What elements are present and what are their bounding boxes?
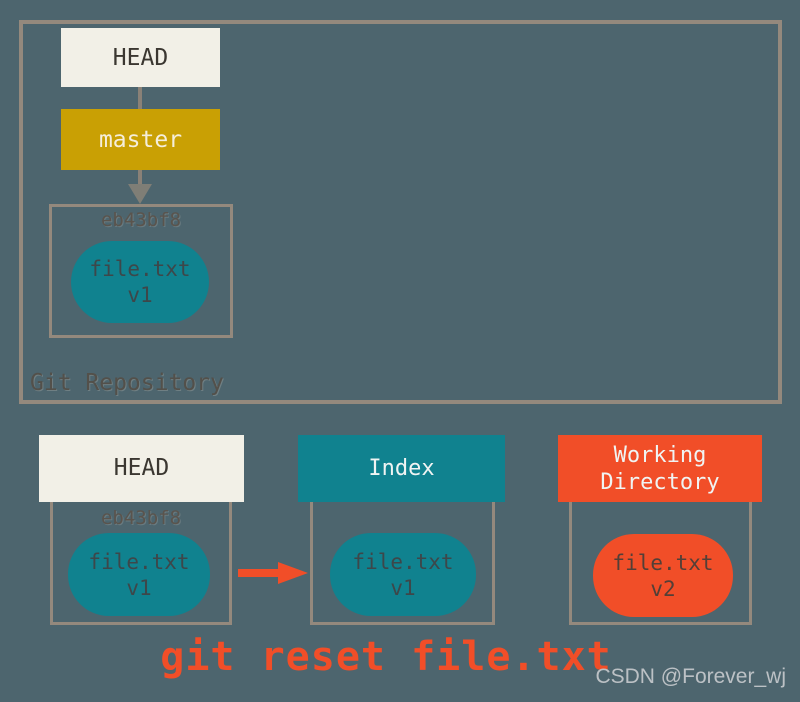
head-to-master-connector bbox=[138, 87, 142, 109]
head-column-box bbox=[50, 502, 232, 625]
commit-box bbox=[49, 204, 233, 338]
head-pointer-box: HEAD bbox=[61, 28, 220, 87]
head-file-blob: file.txt v1 bbox=[68, 533, 210, 616]
index-column-header: Index bbox=[298, 435, 505, 502]
master-to-commit-arrowhead-icon bbox=[128, 184, 152, 204]
working-directory-column-header: Working Directory bbox=[558, 435, 762, 502]
master-to-commit-arrow-shaft bbox=[138, 170, 142, 185]
master-branch-label: master bbox=[98, 126, 183, 153]
file-name: file.txt bbox=[612, 550, 714, 575]
index-file-blob: file.txt v1 bbox=[330, 533, 476, 616]
reset-arrow-shaft bbox=[238, 569, 280, 577]
working-directory-label: Working Directory bbox=[600, 442, 720, 495]
watermark: CSDN @Forever_wj bbox=[595, 665, 786, 688]
working-directory-column-box bbox=[569, 502, 752, 625]
index-column-label: Index bbox=[368, 456, 435, 481]
file-version: v2 bbox=[650, 576, 676, 601]
git-repository-box bbox=[19, 20, 782, 404]
file-version: v1 bbox=[127, 283, 153, 307]
head-column-label: HEAD bbox=[113, 455, 170, 481]
file-version: v1 bbox=[126, 575, 152, 600]
file-name: file.txt bbox=[89, 257, 191, 281]
file-name: file.txt bbox=[352, 549, 454, 574]
reset-arrowhead-icon bbox=[278, 562, 308, 584]
file-version: v1 bbox=[390, 575, 416, 600]
head-column-header: HEAD bbox=[39, 435, 244, 502]
command-caption: git reset file.txt bbox=[160, 634, 612, 680]
master-branch-box: master bbox=[61, 109, 220, 170]
head-pointer-label: HEAD bbox=[112, 44, 169, 71]
git-repository-label: Git Repository bbox=[30, 370, 224, 396]
index-column-box bbox=[310, 502, 495, 625]
file-name: file.txt bbox=[88, 549, 190, 574]
head-column-sha: eb43bf8 bbox=[100, 507, 182, 529]
working-directory-file-blob: file.txt v2 bbox=[593, 534, 733, 617]
commit-sha: eb43bf8 bbox=[100, 209, 182, 231]
commit-file-blob: file.txt v1 bbox=[71, 241, 209, 323]
